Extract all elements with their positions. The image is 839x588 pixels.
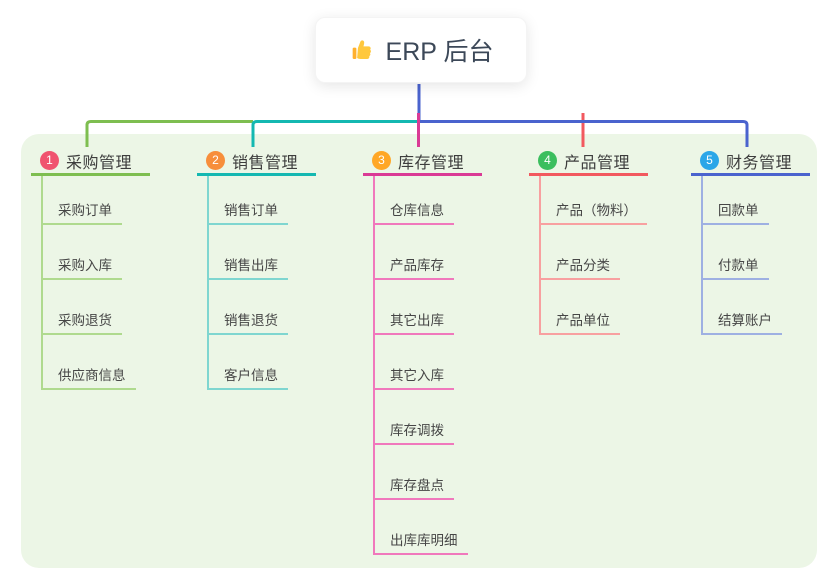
child-row: 仓库信息 xyxy=(375,176,468,225)
child-row: 出库库明细 xyxy=(375,500,468,555)
child-node[interactable]: 库存调拨 xyxy=(375,419,454,445)
child-node[interactable]: 出库库明细 xyxy=(375,529,468,555)
child-node[interactable]: 仓库信息 xyxy=(375,199,454,225)
branch-children: 采购订单 采购入库 采购退货 供应商信息 xyxy=(41,176,136,390)
branch-number-badge: 5 xyxy=(700,151,719,170)
child-node[interactable]: 结算账户 xyxy=(703,309,782,335)
branch-children: 仓库信息 产品库存 其它出库 其它入库 库存调拨 库存盘点 出库库明细 xyxy=(373,176,468,555)
branch-header[interactable]: 3 库存管理 xyxy=(363,148,482,176)
child-node[interactable]: 客户信息 xyxy=(209,364,288,390)
child-row: 销售订单 xyxy=(209,176,288,225)
branch: 1 采购管理 采购订单 采购入库 采购退货 供应商信息 xyxy=(31,148,150,390)
branch: 5 财务管理 回款单 付款单 结算账户 xyxy=(691,148,810,335)
child-node[interactable]: 采购退货 xyxy=(43,309,122,335)
child-row: 销售退货 xyxy=(209,280,288,335)
child-row: 采购退货 xyxy=(43,280,136,335)
branch: 3 库存管理 仓库信息 产品库存 其它出库 其它入库 库存调拨 库存盘点 出库库… xyxy=(363,148,482,555)
child-row: 客户信息 xyxy=(209,335,288,390)
child-row: 供应商信息 xyxy=(43,335,136,390)
child-row: 库存调拨 xyxy=(375,390,468,445)
child-node[interactable]: 采购入库 xyxy=(43,254,122,280)
branch-header[interactable]: 1 采购管理 xyxy=(31,148,150,176)
background-panel xyxy=(21,134,817,568)
child-row: 结算账户 xyxy=(703,280,782,335)
branch: 4 产品管理 产品（物料） 产品分类 产品单位 xyxy=(529,148,648,335)
child-node[interactable]: 供应商信息 xyxy=(43,364,136,390)
child-row: 产品（物料） xyxy=(541,176,647,225)
branch: 2 销售管理 销售订单 销售出库 销售退货 客户信息 xyxy=(197,148,316,390)
child-node[interactable]: 产品分类 xyxy=(541,254,620,280)
child-node[interactable]: 产品单位 xyxy=(541,309,620,335)
root-node[interactable]: ERP 后台 xyxy=(315,17,527,83)
child-row: 产品单位 xyxy=(541,280,647,335)
child-node[interactable]: 其它入库 xyxy=(375,364,454,390)
branch-label: 财务管理 xyxy=(726,154,793,172)
branch-label: 采购管理 xyxy=(66,154,133,172)
child-node[interactable]: 销售订单 xyxy=(209,199,288,225)
child-node[interactable]: 付款单 xyxy=(703,254,769,280)
branch-number-badge: 3 xyxy=(372,151,391,170)
child-node[interactable]: 销售退货 xyxy=(209,309,288,335)
child-row: 采购订单 xyxy=(43,176,136,225)
child-row: 回款单 xyxy=(703,176,782,225)
child-node[interactable]: 其它出库 xyxy=(375,309,454,335)
branch-number-badge: 4 xyxy=(538,151,557,170)
branch-number-badge: 1 xyxy=(40,151,59,170)
child-node[interactable]: 销售出库 xyxy=(209,254,288,280)
branch-header[interactable]: 5 财务管理 xyxy=(691,148,810,176)
branch-label: 产品管理 xyxy=(564,154,631,172)
child-node[interactable]: 回款单 xyxy=(703,199,769,225)
child-node[interactable]: 采购订单 xyxy=(43,199,122,225)
child-node[interactable]: 库存盘点 xyxy=(375,474,454,500)
branch-header[interactable]: 2 销售管理 xyxy=(197,148,316,176)
branch-children: 销售订单 销售出库 销售退货 客户信息 xyxy=(207,176,288,390)
child-row: 产品库存 xyxy=(375,225,468,280)
branch-children: 回款单 付款单 结算账户 xyxy=(701,176,782,335)
branch-children: 产品（物料） 产品分类 产品单位 xyxy=(539,176,647,335)
branch-number-badge: 2 xyxy=(206,151,225,170)
child-row: 采购入库 xyxy=(43,225,136,280)
child-row: 产品分类 xyxy=(541,225,647,280)
child-row: 付款单 xyxy=(703,225,782,280)
branch-label: 库存管理 xyxy=(398,154,465,172)
child-row: 库存盘点 xyxy=(375,445,468,500)
child-row: 其它入库 xyxy=(375,335,468,390)
child-row: 销售出库 xyxy=(209,225,288,280)
child-row: 其它出库 xyxy=(375,280,468,335)
branch-label: 销售管理 xyxy=(232,154,299,172)
root-title: ERP 后台 xyxy=(385,38,494,66)
child-node[interactable]: 产品库存 xyxy=(375,254,454,280)
branch-header[interactable]: 4 产品管理 xyxy=(529,148,648,176)
child-node[interactable]: 产品（物料） xyxy=(541,199,647,225)
thumbs-up-icon xyxy=(349,37,375,63)
